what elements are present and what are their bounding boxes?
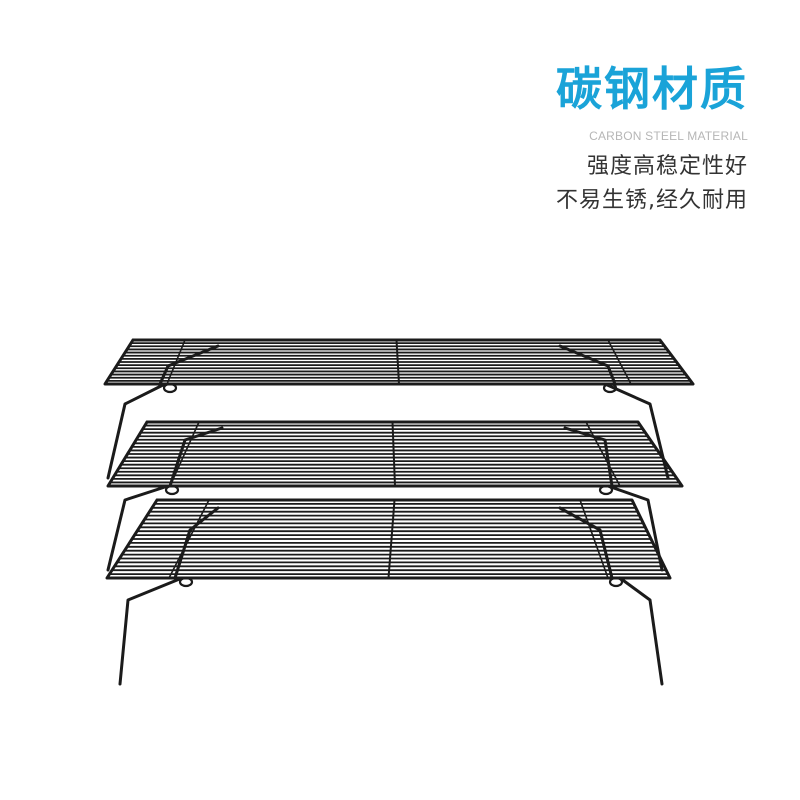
material-headline: 碳钢材质 [556, 62, 748, 116]
feature-line-durability: 不易生锈,经久耐用 [556, 188, 748, 213]
feature-description: 强度高稳定性好 不易生锈,经久耐用 [556, 150, 748, 218]
feature-line-strength: 强度高稳定性好 [586, 154, 748, 179]
material-subtitle: CARBON STEEL MATERIAL [589, 129, 748, 143]
